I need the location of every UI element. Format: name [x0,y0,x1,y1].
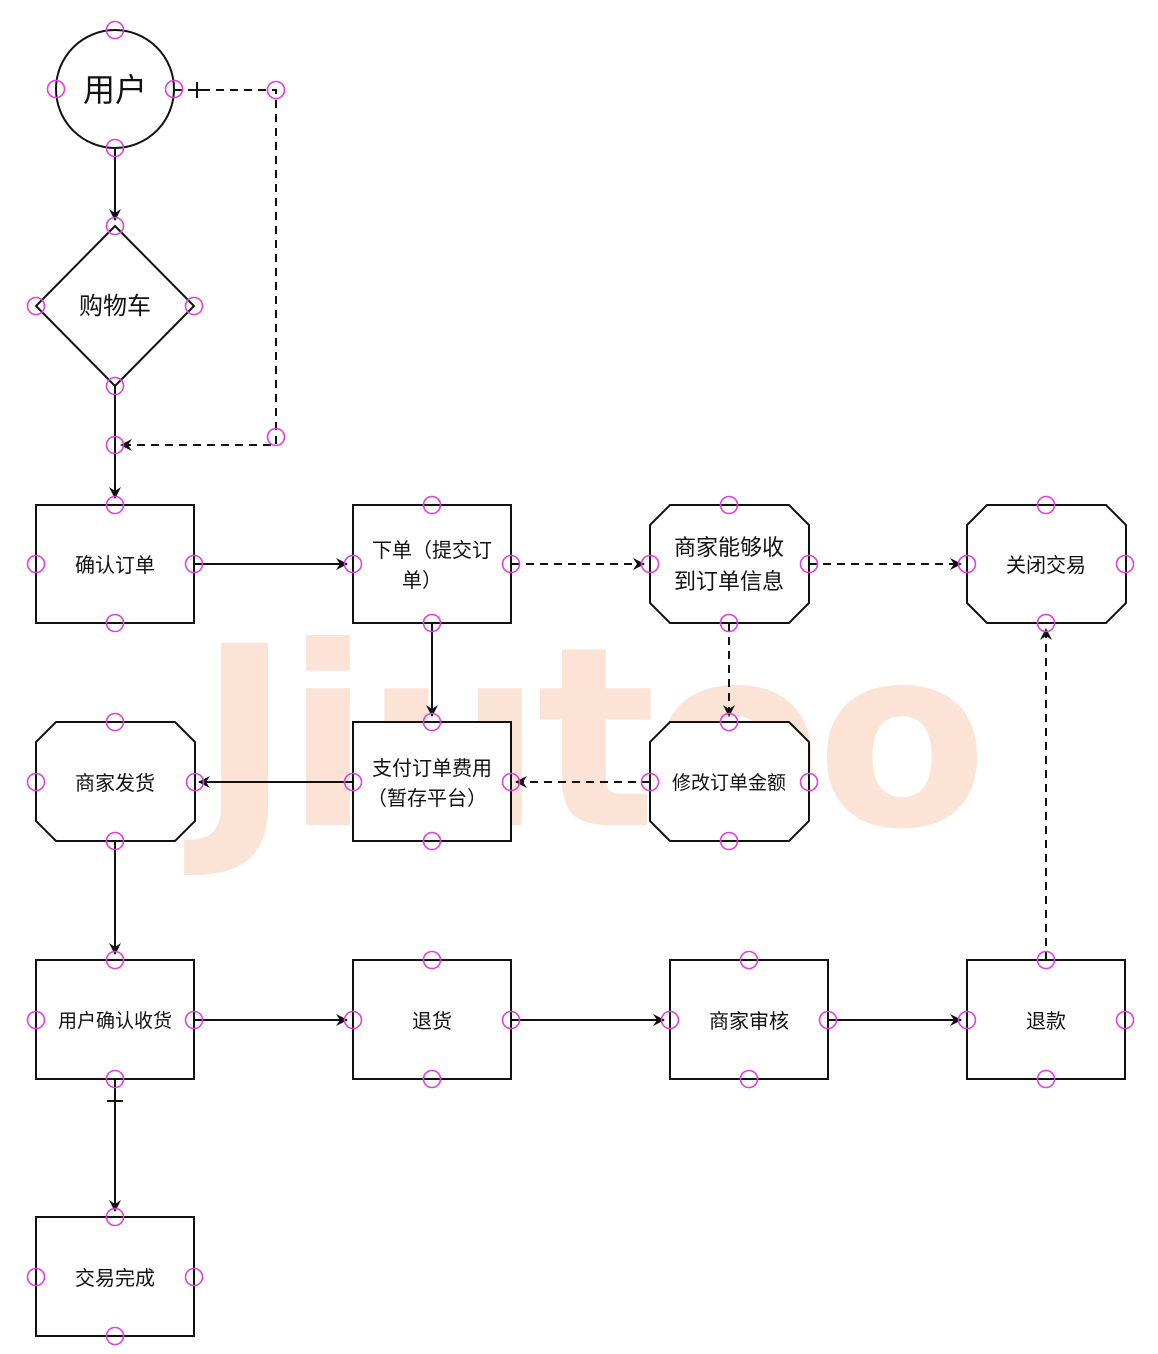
connection-handle[interactable] [26,772,46,792]
connection-handle[interactable] [799,772,819,792]
connection-handle[interactable] [1115,554,1135,574]
connection-handle[interactable] [719,831,739,851]
connection-handle[interactable] [1036,495,1056,515]
node-return-goods[interactable]: 退货 [352,959,512,1080]
connection-handle[interactable] [422,712,442,732]
connection-handle[interactable] [105,216,125,236]
node-user-confirm-receipt[interactable]: 用户确认收货 [35,959,195,1080]
node-deal-complete[interactable]: 交易完成 [35,1216,195,1337]
connection-handle[interactable] [105,712,125,732]
connection-handle[interactable] [719,712,739,732]
node-close-deal[interactable]: 关闭交易 [966,504,1127,624]
connection-handle[interactable] [422,950,442,970]
node-pay-order[interactable]: 支付订单费用 （暂存平台） [352,721,512,842]
node-confirm-order[interactable]: 确认订单 [35,504,195,624]
connection-handle[interactable] [266,427,286,447]
node-pay-order-line2: （暂存平台） [367,786,487,810]
connection-handle[interactable] [422,495,442,515]
node-place-order-line1: 下单（提交订 [372,538,492,562]
connection-handle[interactable] [105,435,125,455]
connection-handle[interactable] [422,831,442,851]
connection-handle[interactable] [1115,1010,1135,1030]
node-refund-label: 退款 [1026,1009,1066,1033]
connection-handle[interactable] [422,613,442,633]
connection-handle[interactable] [501,1010,521,1030]
node-merchant-receive[interactable]: 商家能够收 到订单信息 [649,504,810,624]
connection-handle[interactable] [957,554,977,574]
connection-handles [26,20,1135,1346]
connection-handle[interactable] [343,554,363,574]
connection-handle[interactable] [640,772,660,792]
connection-handle[interactable] [105,950,125,970]
connection-handle[interactable] [640,554,660,574]
connection-handle[interactable] [46,79,66,99]
node-modify-amount-label: 修改订单金额 [672,772,786,794]
connection-handle[interactable] [184,1267,204,1287]
connection-handle[interactable] [105,1207,125,1227]
node-cart-label: 购物车 [79,292,151,320]
connection-handle[interactable] [185,772,205,792]
edge-user-bypass-dashed [120,89,277,451]
node-merchant-review-label: 商家审核 [709,1009,789,1033]
node-close-deal-label: 关闭交易 [1006,553,1086,577]
node-deal-complete-label: 交易完成 [75,1266,155,1290]
node-merchant-receive-line1: 商家能够收 [674,536,784,561]
connection-handle[interactable] [818,1010,838,1030]
node-cart[interactable]: 购物车 [34,224,196,388]
connection-handle[interactable] [343,772,363,792]
node-merchant-ship[interactable]: 商家发货 [35,721,196,842]
node-refund[interactable]: 退款 [966,959,1126,1080]
watermark: Jiutoo [183,593,982,884]
connection-handle[interactable] [719,495,739,515]
connection-handle[interactable] [266,80,286,100]
connection-handle[interactable] [1036,613,1056,633]
connection-handle[interactable] [26,554,46,574]
node-user-confirm-receipt-label: 用户确认收货 [58,1010,172,1032]
node-merchant-review[interactable]: 商家审核 [669,959,829,1080]
connection-handle[interactable] [26,1267,46,1287]
connection-handle[interactable] [501,772,521,792]
connection-handle[interactable] [105,1326,125,1346]
node-modify-amount[interactable]: 修改订单金额 [649,721,810,842]
node-confirm-order-label: 确认订单 [75,553,155,577]
connection-handle[interactable] [105,613,125,633]
connection-handle[interactable] [105,138,125,158]
connection-handle[interactable] [164,79,184,99]
connection-handle[interactable] [105,20,125,40]
connection-handle[interactable] [1036,950,1056,970]
connection-handle[interactable] [105,376,125,396]
node-user[interactable]: 用户 [55,29,175,149]
node-place-order-line2: 单） [402,568,442,592]
connection-handle[interactable] [660,1010,680,1030]
connection-handle[interactable] [422,1069,442,1089]
connection-handle[interactable] [343,1010,363,1030]
edges [107,82,1052,1212]
connection-handle[interactable] [184,296,204,316]
nodes: 用户 购物车 确认订单 下单（提交订 单） 商家能够收 到订单信息 关闭交易 [34,29,1127,1337]
connection-handle[interactable] [105,1069,125,1089]
node-return-goods-label: 退货 [412,1009,452,1033]
node-merchant-receive-line2: 到订单信息 [674,570,784,595]
connection-handle[interactable] [105,831,125,851]
node-merchant-ship-label: 商家发货 [75,771,155,795]
node-user-label: 用户 [83,71,147,109]
connection-handle[interactable] [184,554,204,574]
node-pay-order-line1: 支付订单费用 [372,756,492,780]
connection-handle[interactable] [719,613,739,633]
connection-handle[interactable] [799,554,819,574]
connection-handle[interactable] [184,1010,204,1030]
connection-handle[interactable] [105,495,125,515]
connection-handle[interactable] [1036,1069,1056,1089]
connection-handle[interactable] [501,554,521,574]
connection-handle[interactable] [26,296,46,316]
connection-handle[interactable] [26,1010,46,1030]
connection-handle[interactable] [957,1010,977,1030]
node-place-order[interactable]: 下单（提交订 单） [352,504,512,624]
connection-handle[interactable] [739,950,759,970]
connection-handle[interactable] [739,1069,759,1089]
